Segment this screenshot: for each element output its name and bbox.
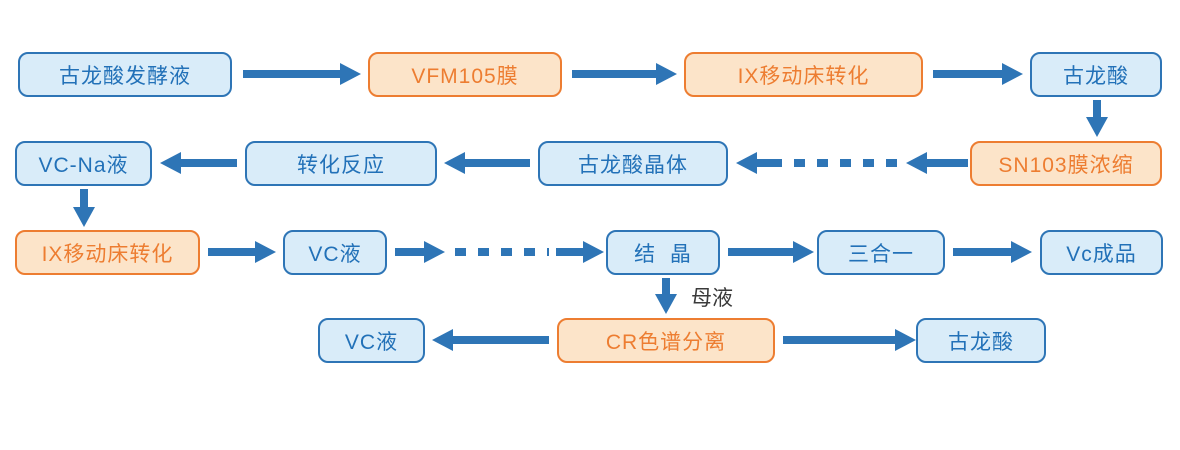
arrow-threeinone-to-vcproduct: [953, 241, 1032, 263]
arrow-broth-to-vfm105: [243, 63, 361, 85]
node-vfm105-membrane: VFM105膜: [368, 52, 562, 97]
arrow-cr-to-gulonic2: [783, 329, 916, 351]
node-vc-liquid-2: VC液: [318, 318, 425, 363]
arrow-crystallization-to-threeinone: [728, 241, 814, 263]
node-vc-na-liquid: VC-Na液: [15, 141, 152, 186]
node-cr-chromatography: CR色谱分离: [557, 318, 775, 363]
node-gulonic-acid-2: 古龙酸: [916, 318, 1046, 363]
arrow-sn103-to-crystal-dashed: [736, 152, 968, 174]
node-vc-product: Vc成品: [1040, 230, 1163, 275]
node-crystallization: 结 晶: [606, 230, 720, 275]
arrow-vfm105-to-ix1: [572, 63, 677, 85]
arrow-crystallization-to-cr: [655, 278, 677, 314]
arrow-ix1-to-gulonic1: [933, 63, 1023, 85]
arrow-cr-to-vcliquid2: [432, 329, 549, 351]
node-ix-moving-bed-2: IX移动床转化: [15, 230, 200, 275]
node-conversion-reaction: 转化反应: [245, 141, 437, 186]
arrow-gulonic1-to-sn103: [1086, 100, 1108, 137]
node-three-in-one: 三合一: [817, 230, 945, 275]
arrow-crystal-to-conversion: [444, 152, 530, 174]
edge-label-mother-liquor: 母液: [691, 287, 733, 310]
node-ix-moving-bed-1: IX移动床转化: [684, 52, 923, 97]
arrow-conversion-to-vcna: [160, 152, 237, 174]
node-sn103-membrane: SN103膜浓缩: [970, 141, 1162, 186]
arrow-vcna-to-ix2: [73, 189, 95, 227]
node-fermentation-broth: 古龙酸发酵液: [18, 52, 232, 97]
node-vc-liquid-1: VC液: [283, 230, 387, 275]
node-gulonic-acid-crystal: 古龙酸晶体: [538, 141, 728, 186]
node-gulonic-acid-1: 古龙酸: [1030, 52, 1162, 97]
arrow-ix2-to-vcliquid1: [208, 241, 276, 263]
arrow-vcliquid1-to-crystallization-dashed: [395, 241, 604, 263]
